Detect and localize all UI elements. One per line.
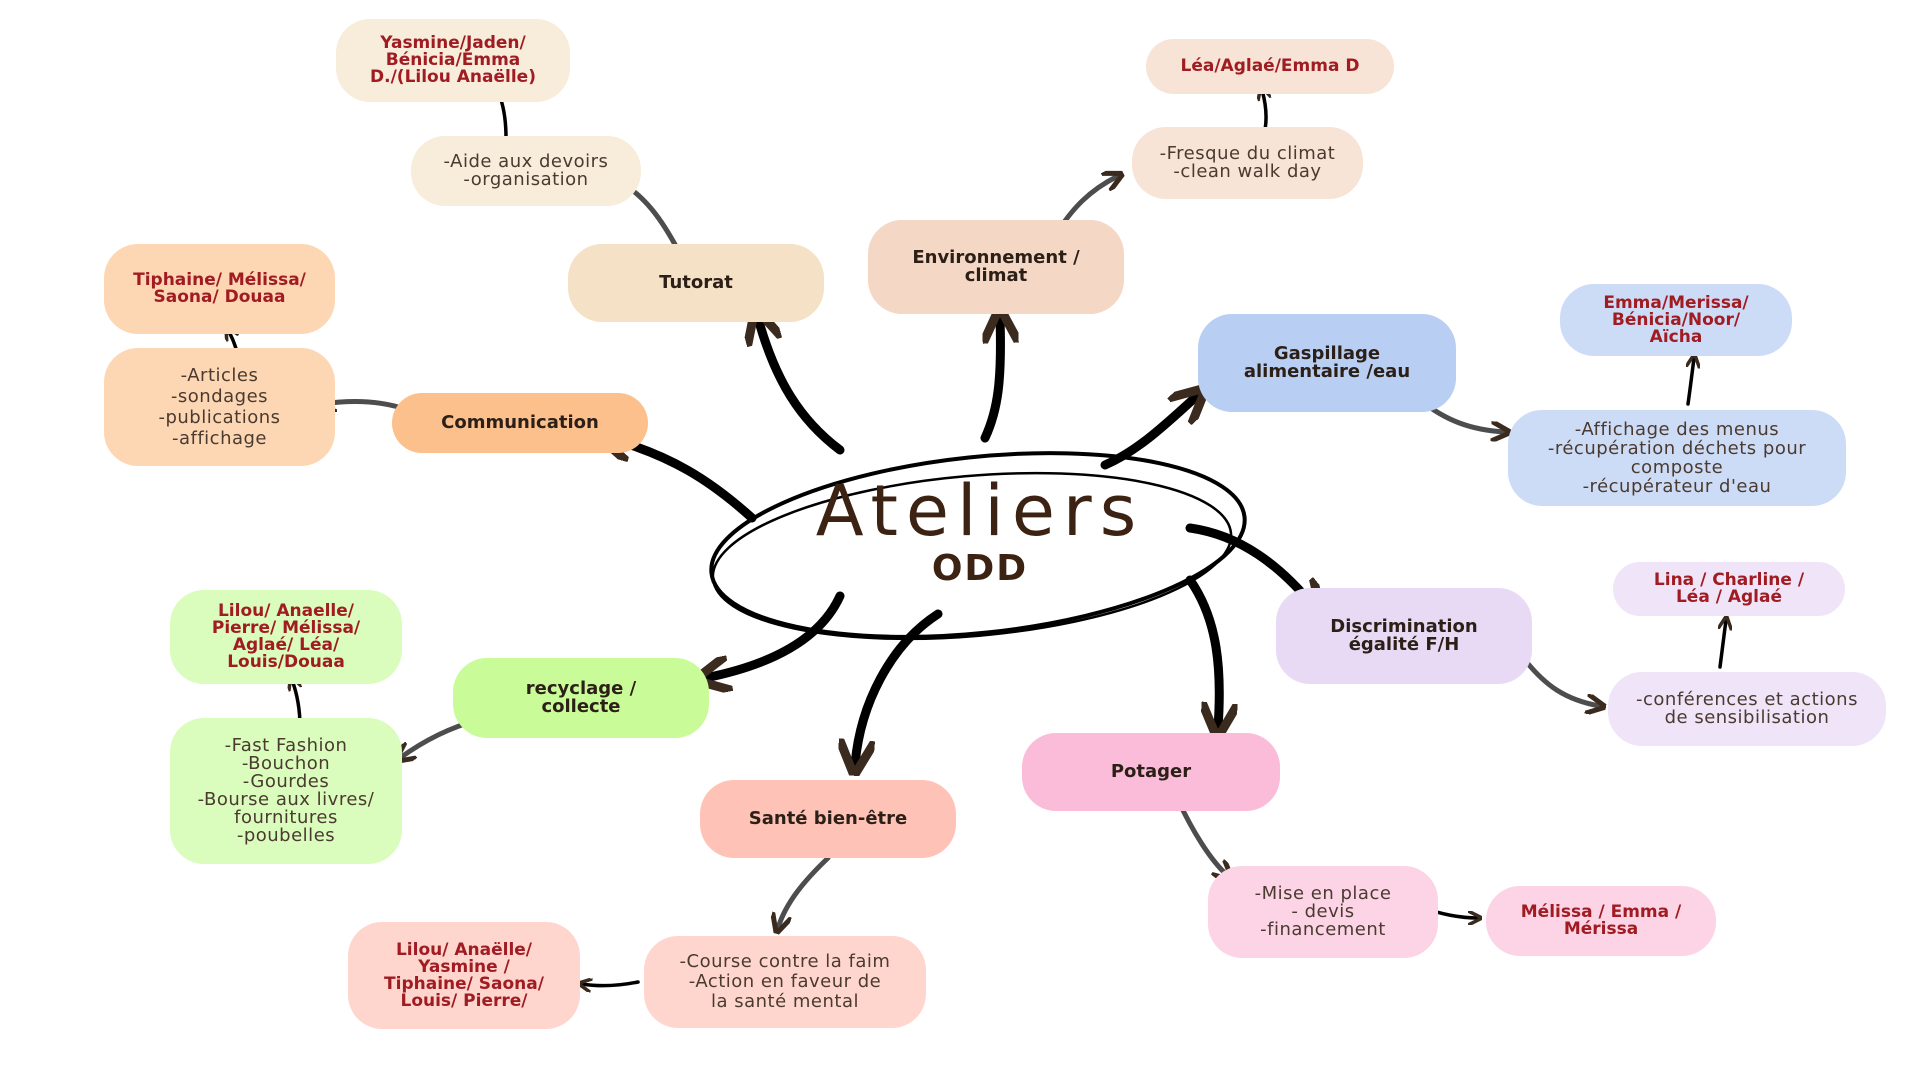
names-sante: Lilou/ Anaëlle/ Yasmine / Tiphaine/ Saon… — [348, 922, 580, 1029]
activities-sante: -Course contre la faim -Action en faveur… — [644, 936, 926, 1028]
arrow-sante-activities — [778, 855, 831, 928]
workshop-communication[interactable]: Communication — [392, 393, 648, 453]
names-text: Tiphaine/ Mélissa/ Saona/ Douaa — [133, 270, 306, 307]
workshop-label: Potager — [1110, 761, 1192, 782]
arrow-potager-activities — [1175, 797, 1228, 876]
activities-recyclage: -Fast Fashion -Bouchon -Gourdes -Bourse … — [170, 718, 402, 864]
names-gaspillage: Emma/Merissa/ Bénicia/Noor/ Aïcha — [1560, 284, 1792, 356]
names-text: Léa/Aglaé/Emma D — [1180, 56, 1360, 76]
names-environnement: Léa/Aglaé/Emma D — [1146, 39, 1394, 94]
arrow-environnement-names — [1262, 90, 1266, 132]
workshop-tutorat[interactable]: Tutorat — [568, 244, 824, 322]
arrow-to-environnement — [980, 318, 1000, 443]
activities-potager: -Mise en place - devis -financement — [1208, 866, 1438, 958]
workshop-label: Tutorat — [659, 272, 733, 293]
arrow-discrimination-activities — [1522, 657, 1600, 706]
names-text: Lilou/ Anaëlle/ Yasmine / Tiphaine/ Saon… — [384, 939, 544, 1011]
arrow-gaspillage-names — [1688, 358, 1694, 406]
activities-text: -Affichage des menus -récupération déche… — [1547, 419, 1807, 497]
activities-communication: -Articles -sondages -publications -affic… — [104, 348, 335, 466]
activities-text: -conférences et actions de sensibilisati… — [1636, 689, 1858, 728]
arrow-sante-names — [582, 982, 640, 986]
names-tutorat: Yasmine/Jaden/ Bénicia/Emma D./(Lilou An… — [336, 19, 570, 102]
names-recyclage: Lilou/ Anaelle/ Pierre/ Mélissa/ Aglaé/ … — [170, 590, 402, 684]
arrow-to-sante — [855, 609, 943, 765]
names-potager: Mélissa / Emma / Mérissa — [1486, 886, 1716, 956]
workshop-discrimination[interactable]: Discrimination égalité F/H — [1276, 588, 1532, 684]
arrow-to-tutorat — [758, 318, 845, 455]
names-communication: Tiphaine/ Mélissa/ Saona/ Douaa — [104, 244, 335, 334]
center-title: Ateliers — [815, 470, 1145, 552]
names-text: Yasmine/Jaden/ Bénicia/Emma D./(Lilou An… — [370, 33, 536, 87]
workshop-potager[interactable]: Potager — [1022, 733, 1280, 811]
workshop-sante[interactable]: Santé bien-être — [700, 780, 956, 858]
workshop-label: Environnement / climat — [912, 247, 1080, 286]
names-text: Lina / Charline / Léa / Aglaé — [1653, 570, 1805, 607]
names-text: Emma/Merissa/ Bénicia/Noor/ Aïcha — [1603, 292, 1749, 347]
arrow-to-potager — [1185, 575, 1219, 728]
activities-environnement: -Fresque du climat -clean walk day — [1132, 127, 1363, 199]
activities-text: -Aide aux devoirs -organisation — [443, 151, 609, 190]
center-subtitle: ODD — [931, 548, 1029, 589]
workshop-label: Santé bien-être — [748, 808, 908, 829]
activities-gaspillage: -Affichage des menus -récupération déche… — [1508, 410, 1846, 506]
workshop-label: Discrimination égalité F/H — [1330, 616, 1478, 655]
center-ellipse — [709, 451, 1247, 641]
workshop-gaspillage[interactable]: Gaspillage alimentaire /eau — [1198, 314, 1456, 412]
workshop-recyclage[interactable]: recyclage / collecte — [453, 658, 709, 738]
activities-text: -Articles -sondages -publications -affic… — [158, 365, 281, 449]
workshop-label: Gaspillage alimentaire /eau — [1243, 343, 1411, 382]
activities-tutorat: -Aide aux devoirs -organisation — [411, 136, 641, 206]
names-text: Mélissa / Emma / Mérissa — [1520, 902, 1682, 939]
names-discrimination: Lina / Charline / Léa / Aglaé — [1613, 562, 1845, 616]
arrow-to-recyclage — [705, 591, 845, 678]
workshop-environnement[interactable]: Environnement / climat — [868, 220, 1124, 314]
activities-discrimination: -conférences et actions de sensibilisati… — [1608, 672, 1886, 746]
activities-text: -Fresque du climat -clean walk day — [1159, 143, 1336, 182]
names-text: Lilou/ Anaelle/ Pierre/ Mélissa/ Aglaé/ … — [211, 601, 361, 672]
arrow-to-gaspillage — [1100, 395, 1198, 470]
activities-text: -Fast Fashion -Bouchon -Gourdes -Bourse … — [197, 735, 375, 846]
workshop-label: Communication — [441, 412, 599, 433]
activities-text: -Course contre la faim -Action en faveur… — [679, 951, 891, 1012]
activities-text: -Mise en place - devis -financement — [1254, 883, 1392, 940]
workshop-label: recyclage / collecte — [525, 678, 637, 717]
arrow-discrimination-names — [1720, 620, 1726, 669]
